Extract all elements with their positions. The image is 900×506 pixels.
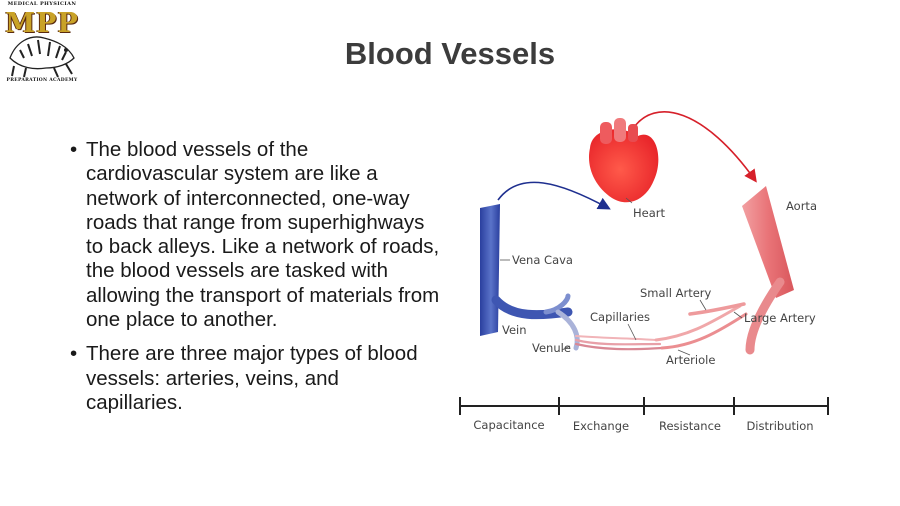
- tiger-icon: [9, 36, 75, 78]
- heart-icon: [588, 118, 659, 203]
- function-scale: [459, 397, 829, 415]
- vena-cava-label: Vena Cava: [512, 253, 573, 267]
- vein-label: Vein: [502, 323, 527, 337]
- capillaries-label: Capillaries: [590, 310, 650, 324]
- aorta-vessel: [742, 186, 794, 355]
- scale-distribution: Distribution: [746, 419, 813, 433]
- slide-title: Blood Vessels: [344, 36, 556, 71]
- scale-capacitance: Capacitance: [473, 418, 544, 432]
- logo-top-text: MEDICAL PHYSICIAN: [7, 1, 77, 7]
- label-leader-lines: [500, 197, 743, 356]
- small-artery-label: Small Artery: [640, 286, 712, 300]
- logo-bottom-text: PREPARATION ACADEMY: [6, 78, 78, 83]
- capillary-bed: [574, 302, 748, 351]
- bullet-item: There are three major types of blood ves…: [70, 342, 440, 415]
- heart-label: Heart: [633, 206, 665, 220]
- venous-return-arrow: [497, 181, 611, 210]
- aorta-label: Aorta: [786, 199, 817, 213]
- blood-vessel-diagram: Heart Aorta Vena Cava Small Artery Capil…: [459, 111, 829, 433]
- logo-mark: MPP: [5, 8, 79, 39]
- large-artery-label: Large Artery: [744, 311, 816, 325]
- bullet-list: The blood vessels of the cardiovascular …: [70, 138, 440, 425]
- scale-resistance: Resistance: [659, 419, 721, 433]
- venule-label: Venule: [532, 341, 571, 355]
- scale-exchange: Exchange: [573, 419, 629, 433]
- bullet-item: The blood vessels of the cardiovascular …: [70, 138, 440, 332]
- arterial-flow-arrow: [631, 111, 757, 183]
- mpp-logo: MEDICAL PHYSICIAN MPP PREPARATION ACADEM…: [0, 0, 84, 86]
- vena-cava-vessel: [480, 204, 580, 351]
- arteriole-label: Arteriole: [666, 353, 715, 367]
